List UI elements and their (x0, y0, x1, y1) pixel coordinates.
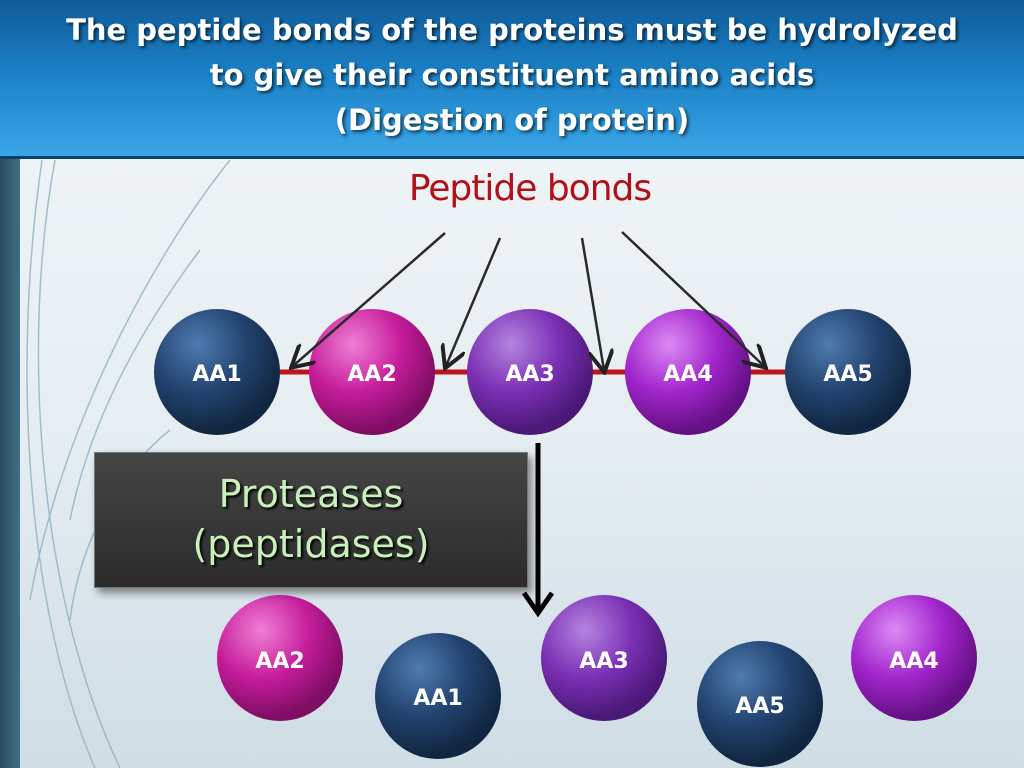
title-line-3: (Digestion of protein) (334, 103, 690, 137)
product-sphere-2 (375, 633, 501, 759)
chain-sphere-1 (154, 309, 280, 435)
chain-sphere-5 (785, 309, 911, 435)
product-sphere-5 (851, 595, 977, 721)
enzyme-box: Proteases (peptidases) (94, 452, 528, 588)
product-label-2: AA1 (413, 686, 462, 711)
chain-label-4: AA4 (663, 362, 712, 387)
enzyme-alt-name: (peptidases) (192, 522, 430, 566)
bond-pointer-arrow-4 (621, 231, 764, 366)
background-swoosh (26, 159, 231, 768)
product-sphere-3 (541, 595, 667, 721)
title-bar: The peptide bonds of the proteins must b… (0, 0, 1024, 159)
product-label-1: AA2 (255, 649, 304, 674)
bond-pointer-arrow-1 (293, 232, 446, 366)
product-label-4: AA5 (735, 694, 784, 719)
enzyme-name: Proteases (218, 472, 404, 516)
bond-pointer-arrow-2 (446, 237, 502, 366)
chain-label-3: AA3 (505, 362, 554, 387)
hydrolysis-arrow (521, 443, 555, 618)
peptide-bonds-label: Peptide bonds (408, 168, 652, 209)
product-sphere-1 (217, 595, 343, 721)
chain-label-5: AA5 (823, 362, 872, 387)
bond-pointer-arrow-3 (580, 237, 604, 370)
products: AA2 AA1 AA3 AA5 AA4 (217, 595, 977, 767)
product-sphere-4 (697, 641, 823, 767)
left-decor-strip (0, 159, 20, 768)
title-line-2: to give their constituent amino acids (209, 58, 815, 92)
product-label-5: AA4 (889, 649, 938, 674)
product-label-3: AA3 (579, 649, 628, 674)
title-line-1: The peptide bonds of the proteins must b… (66, 13, 958, 47)
chain-sphere-3 (467, 309, 593, 435)
chain: AA1 AA2 AA3 AA4 AA5 (154, 309, 911, 435)
chain-sphere-2 (309, 309, 435, 435)
bond-pointer-arrows (293, 231, 764, 370)
chain-label-1: AA1 (192, 362, 241, 387)
chain-label-2: AA2 (347, 362, 396, 387)
chain-sphere-4 (625, 309, 751, 435)
